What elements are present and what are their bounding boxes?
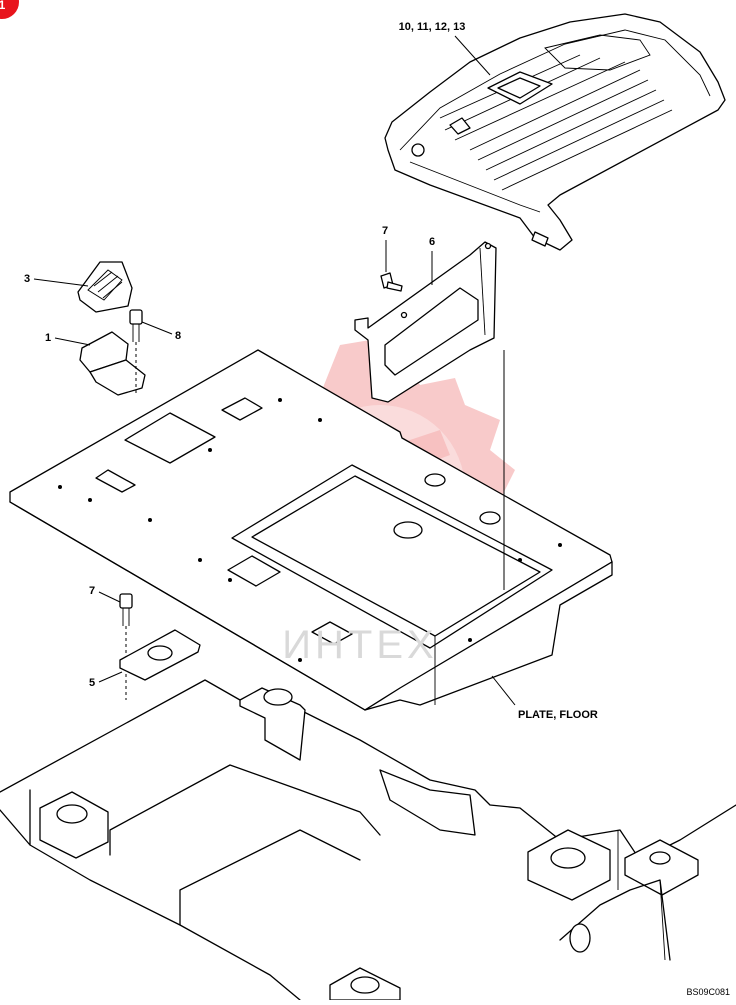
pedal-1 — [79, 331, 146, 396]
chassis-frame — [0, 679, 736, 1001]
callout-7-top: 7 — [382, 225, 388, 272]
callout-label-7-lower: 7 — [89, 585, 95, 597]
plate-floor-label: PLATE, FLOOR — [518, 709, 598, 721]
drawing-code: BS09C081 — [686, 987, 730, 997]
callout-6: 6 — [429, 236, 435, 285]
bracket-6 — [354, 241, 497, 403]
floor-plate — [9, 349, 613, 711]
callout-label-8: 8 — [175, 330, 181, 342]
callout-label-1: 1 — [45, 332, 51, 344]
callout-1: 1 — [45, 332, 91, 346]
floor-mat — [384, 13, 726, 251]
bolt-7-lower — [119, 593, 133, 700]
callout-label-3: 3 — [24, 273, 30, 285]
callout-3: 3 — [24, 273, 89, 287]
callout-label-5: 5 — [89, 677, 95, 689]
bolt-7-top — [380, 272, 403, 292]
callout-label-7-top: 7 — [382, 225, 388, 237]
callout-7-lower: 7 — [89, 585, 121, 603]
plate-holes — [58, 398, 562, 662]
callout-label-10-13: 10, 11, 12, 13 — [399, 21, 466, 33]
callout-label-6: 6 — [429, 236, 435, 248]
callout-10-13: 10, 11, 12, 13 — [399, 21, 491, 76]
watermark-text: ИНТЕХ — [282, 623, 437, 667]
callout-8: 8 — [141, 321, 181, 342]
bolt-8 — [129, 309, 143, 395]
pedal-cover-3 — [77, 261, 133, 313]
plate-5 — [119, 629, 201, 681]
corner-badge: 1 — [0, 0, 19, 19]
badge-number: 1 — [0, 0, 6, 12]
callout-5: 5 — [89, 671, 123, 689]
